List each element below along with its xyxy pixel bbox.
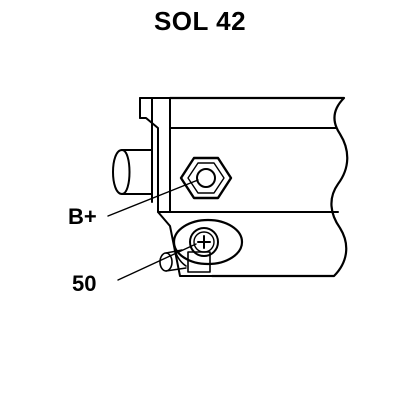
leader-line-50 bbox=[117, 243, 197, 281]
diagram-title: SOL 42 bbox=[153, 6, 247, 36]
label-b-plus: B+ bbox=[68, 204, 97, 229]
label-50: 50 bbox=[72, 271, 96, 296]
solenoid-body bbox=[168, 96, 349, 278]
leader-line-b-plus bbox=[107, 179, 199, 217]
phillips-screw-icon bbox=[159, 218, 244, 273]
plunger-end bbox=[121, 149, 131, 195]
hex-nut-icon bbox=[179, 156, 233, 200]
plunger-cylinder bbox=[112, 149, 153, 195]
